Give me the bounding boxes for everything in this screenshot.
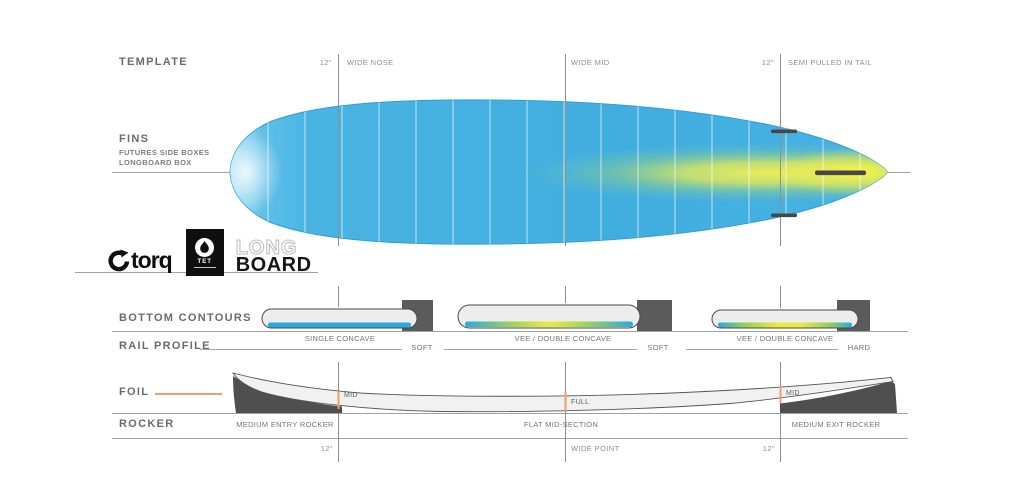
concave-band-mid bbox=[465, 321, 633, 327]
rail-nose-label: SOFT bbox=[411, 343, 433, 352]
rail-tail-label: HARD bbox=[847, 343, 871, 352]
torq-wordmark: torq bbox=[131, 247, 173, 273]
torq-logo: torq bbox=[106, 247, 173, 274]
wide-mid-label: WIDE MID bbox=[571, 58, 610, 67]
foil-section-label: FOIL bbox=[119, 386, 150, 398]
torq-arrow-icon bbox=[108, 249, 130, 271]
template-section-label: TEMPLATE bbox=[119, 56, 188, 68]
fins-sub1-label: FUTURES SIDE BOXES bbox=[119, 148, 210, 157]
rocker-nose-label: MEDIUM ENTRY ROCKER bbox=[236, 420, 334, 429]
tail-color-glow bbox=[520, 143, 887, 203]
fins-sub2-label: LONGBOARD BOX bbox=[119, 158, 192, 167]
wide-nose-label: WIDE NOSE bbox=[347, 58, 394, 67]
longboard-center-fin-box bbox=[815, 170, 866, 176]
contour-tail-label: VEE / DOUBLE CONCAVE bbox=[736, 334, 834, 343]
entry-rocker-wedge bbox=[233, 376, 342, 413]
tail-offset-label: 12" bbox=[761, 58, 774, 67]
bottom-contours-section-label: BOTTOM CONTOURS bbox=[119, 312, 252, 324]
rocker-profile bbox=[232, 372, 897, 413]
tet-flame-icon bbox=[195, 237, 215, 257]
contour-nose-label: SINGLE CONCAVE bbox=[304, 334, 376, 343]
fin-boxes bbox=[771, 129, 866, 218]
side-fin-box-bottom bbox=[771, 213, 797, 218]
concave-band-nose bbox=[268, 322, 411, 328]
model-line2: BOARD bbox=[235, 254, 312, 277]
bottom-left-measure: 12" bbox=[320, 444, 333, 453]
board-template-view bbox=[229, 99, 888, 245]
rail-block-mid bbox=[637, 300, 672, 331]
tet-badge: TET bbox=[185, 229, 224, 276]
foil-nose-mark: MID bbox=[344, 392, 358, 399]
fins-section-label: FINS bbox=[119, 133, 150, 145]
foil-mid-mark: FULL bbox=[571, 399, 590, 406]
rocker-tail-label: MEDIUM EXIT ROCKER bbox=[791, 420, 881, 429]
rocker-mid-label: FLAT MID-SECTION bbox=[523, 420, 599, 429]
tail-shape-label: SEMI PULLED IN TAIL bbox=[788, 58, 873, 67]
rail-mid-label: SOFT bbox=[647, 343, 669, 352]
exit-rocker-wedge bbox=[780, 381, 897, 413]
rail-profile-section-label: RAIL PROFILE bbox=[119, 340, 211, 352]
concave-band-tail bbox=[718, 322, 852, 328]
board-side-profile bbox=[232, 372, 894, 413]
nose-offset-label: 12" bbox=[319, 58, 332, 67]
brand-row: torq TET LONG BOARD bbox=[106, 228, 312, 276]
cross-sections bbox=[261, 300, 870, 331]
nose-highlight bbox=[230, 128, 282, 216]
model-line1: LONG bbox=[235, 236, 298, 259]
foil-ticks bbox=[337, 386, 782, 412]
tet-tagline-bar bbox=[193, 266, 216, 268]
model-name: LONG BOARD bbox=[235, 236, 312, 277]
foil-tail-mark: MID bbox=[786, 390, 800, 397]
bottom-right-measure: 12" bbox=[762, 444, 775, 453]
contour-mid-label: VEE / DOUBLE CONCAVE bbox=[514, 334, 612, 343]
rocker-section-label: ROCKER bbox=[119, 418, 175, 430]
tet-label: TET bbox=[197, 258, 212, 265]
side-fin-box-top bbox=[771, 129, 797, 134]
wide-point-label: WIDE POINT bbox=[571, 444, 620, 453]
